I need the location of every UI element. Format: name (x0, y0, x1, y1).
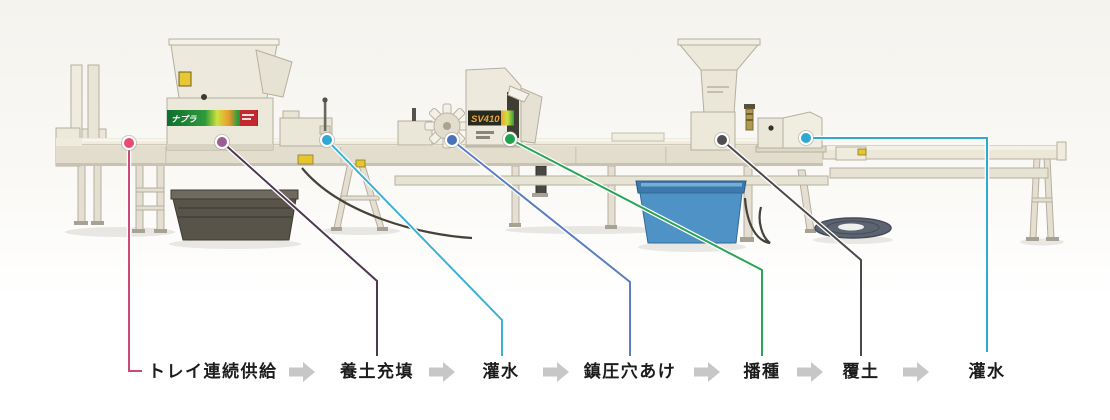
soil-hopper (168, 38, 293, 99)
seeder-machine: SV410 (465, 67, 543, 148)
flow-arrow-icon (903, 362, 929, 382)
brand-label: ナプラ (171, 114, 197, 124)
watering-nozzle-1 (279, 97, 333, 147)
callout-line-seeding (509, 138, 763, 356)
callout-line-watering-1 (326, 139, 503, 356)
callout-line-soil-covering (721, 139, 862, 356)
flow-arrow-icon (797, 362, 823, 382)
hose-coil (814, 217, 892, 239)
outfeed-conveyor (822, 141, 1067, 179)
callout-dot-soil-filling (217, 137, 227, 147)
callout-line-soil-filling (221, 141, 378, 356)
callout-line-watering-2 (806, 137, 988, 352)
brand-label-band: ナプラ (167, 110, 258, 126)
gray-tray-container (170, 189, 299, 241)
callout-line-press-dibbling (451, 139, 631, 356)
flow-arrow-icon (429, 362, 455, 382)
callout-dot-watering-2 (801, 133, 811, 143)
flow-arrow-icon (289, 362, 315, 382)
flow-arrow-icon (543, 362, 569, 382)
flow-arrows (289, 362, 929, 382)
callout-dot-tray-supply (124, 138, 134, 148)
callout-lines (126, 135, 990, 374)
blue-container (635, 180, 747, 244)
machine-legs (74, 157, 1059, 242)
flow-arrow-icon (694, 362, 720, 382)
callout-line-tray-supply (128, 143, 142, 372)
front-rail (394, 175, 829, 186)
soil-filling-machine: ナプラ (166, 38, 293, 151)
callout-dot-watering-1 (322, 135, 332, 145)
model-label-band: SV410 (468, 110, 514, 126)
hoses (301, 167, 771, 245)
warning-stickers (297, 154, 366, 168)
callout-dot-seeding (505, 134, 515, 144)
callout-dots (121, 130, 814, 151)
callout-dot-press-dibbling (447, 135, 457, 145)
callout-dot-soil-covering (717, 135, 727, 145)
model-label: SV410 (471, 114, 500, 125)
